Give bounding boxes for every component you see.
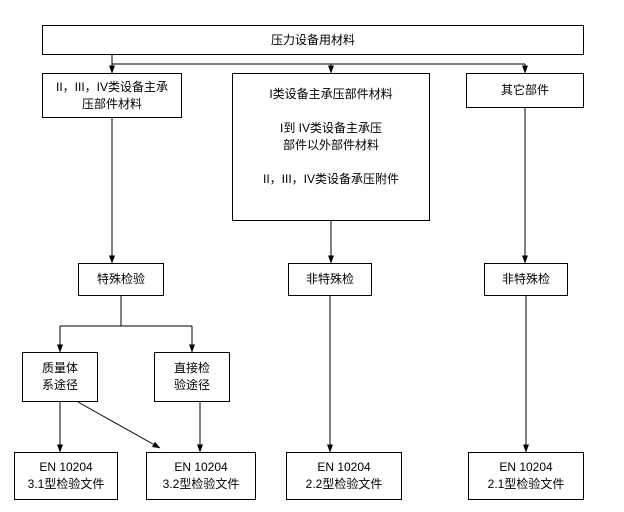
node-line: 非特殊检 xyxy=(305,272,354,286)
node-en10204-2-2: EN 10204 2.2型检验文件 xyxy=(286,452,402,500)
node-title-pressure-equipment-material: 压力设备用材料 xyxy=(42,25,584,55)
node-line: 部件以外部件材料 xyxy=(282,138,379,152)
node-line: 3.2型检验文件 xyxy=(162,477,240,491)
node-line: EN 10204 xyxy=(39,460,93,474)
node-line: 质量体 xyxy=(41,361,78,375)
node-en10204-3-1: EN 10204 3.1型检验文件 xyxy=(14,452,118,500)
node-line: 压力设备用材料 xyxy=(270,32,355,47)
node-line: 非特殊检 xyxy=(501,272,550,286)
node-line: 系途径 xyxy=(41,378,78,392)
node-line: II，III，IV类设备承压附件 xyxy=(262,172,399,186)
node-line: I到 IV类设备主承压 xyxy=(279,121,382,135)
node-line: I类设备主承压部件材料 xyxy=(269,87,393,101)
node-en10204-3-2: EN 10204 3.2型检验文件 xyxy=(146,452,256,500)
node-line: EN 10204 xyxy=(499,460,553,474)
node-line: 直接检 xyxy=(173,361,210,375)
node-quality-system-route: 质量体 系途径 xyxy=(22,352,98,402)
node-class1-main-pressure-material: I类设备主承压部件材料 I到 IV类设备主承压 部件以外部件材料 II，III，… xyxy=(232,73,430,221)
node-non-special-inspection-mid: 非特殊检 xyxy=(288,263,372,296)
node-class234-main-pressure-material: II，III，IV类设备主承 压部件材料 xyxy=(42,73,182,118)
node-line: 特殊检验 xyxy=(96,272,145,286)
node-other-parts: 其它部件 xyxy=(466,73,584,108)
node-line: 其它部件 xyxy=(500,83,549,97)
node-non-special-inspection-right: 非特殊检 xyxy=(484,263,568,296)
node-line: 压部件材料 xyxy=(81,96,142,111)
node-line: 2.1型检验文件 xyxy=(487,477,565,491)
node-line: EN 10204 xyxy=(317,460,371,474)
node-special-inspection: 特殊检验 xyxy=(78,263,164,296)
node-line: 2.2型检验文件 xyxy=(305,477,383,491)
node-en10204-2-1: EN 10204 2.1型检验文件 xyxy=(468,452,584,500)
node-line: EN 10204 xyxy=(174,460,228,474)
node-direct-inspection-route: 直接检 验途径 xyxy=(154,352,230,402)
node-line: 3.1型检验文件 xyxy=(27,477,105,491)
node-line: 验途径 xyxy=(173,378,210,392)
node-line: II，III，IV类设备主承 xyxy=(55,79,168,94)
